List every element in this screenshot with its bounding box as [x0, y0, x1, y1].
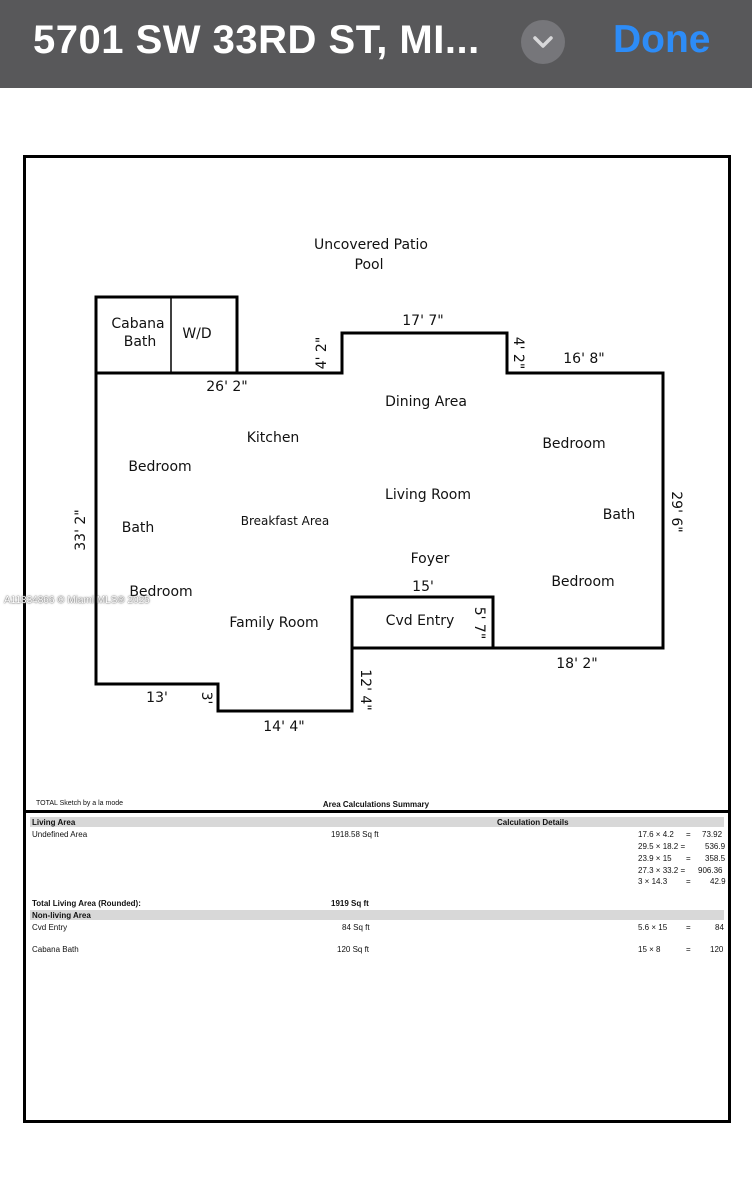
- dimension-label: 4' 2": [510, 337, 526, 370]
- calc-eq: =: [686, 877, 691, 886]
- calc-result: 73.92: [702, 830, 723, 839]
- cabana-bath-result: 120: [710, 945, 724, 954]
- room-label-foyer: Foyer: [411, 551, 450, 567]
- total-living-area-value: 1919 Sq ft: [331, 899, 369, 908]
- room-label-living: Living Room: [385, 487, 471, 503]
- calc-eq: =: [686, 854, 691, 863]
- calc-result: 42.9: [710, 877, 726, 886]
- calc-expr: 17.6 × 4.2: [638, 830, 674, 839]
- cabana-bath-label: Cabana Bath: [32, 945, 79, 954]
- title-dropdown-button[interactable]: [521, 20, 565, 64]
- page-title: 5701 SW 33RD ST, MI...: [33, 18, 480, 62]
- calc-result: 536.9: [705, 842, 726, 851]
- dimension-label: 16' 8": [563, 351, 604, 367]
- total-living-area-label: Total Living Area (Rounded):: [32, 899, 141, 908]
- dimension-label: 17' 7": [402, 313, 443, 329]
- room-label-bedroom: Bedroom: [129, 584, 192, 600]
- cvd-entry-label: Cvd Entry: [32, 923, 68, 932]
- cvd-entry-result: 84: [715, 923, 724, 932]
- undefined-area-label: Undefined Area: [32, 830, 88, 839]
- calc-expr: 3 × 14.3: [638, 877, 668, 886]
- room-label-wd: W/D: [182, 326, 211, 342]
- calc-result: 358.5: [705, 854, 726, 863]
- dimension-label: 4' 2": [314, 337, 330, 370]
- done-button[interactable]: Done: [613, 18, 711, 61]
- outside-label-pool: Pool: [355, 257, 384, 273]
- dimension-label: 26' 2": [206, 379, 247, 395]
- dimension-label: 12' 4": [357, 669, 373, 710]
- outside-label-patio: Uncovered Patio: [314, 237, 428, 253]
- dimension-label: 18' 2": [556, 656, 597, 672]
- room-label-breakfast: Breakfast Area: [241, 514, 330, 528]
- cabana-outline: [94, 295, 239, 375]
- calc-expr: 23.9 × 15: [638, 854, 672, 863]
- dimension-label: 29' 6": [668, 491, 684, 532]
- calc-expr: 29.5 × 18.2 =: [638, 842, 686, 851]
- room-label-kitchen: Kitchen: [247, 430, 300, 446]
- room-label-bedroom: Bedroom: [128, 459, 191, 475]
- room-label-bath: Bath: [122, 520, 155, 536]
- room-label-bedroom: Bedroom: [542, 436, 605, 452]
- sketch-credit: TOTAL Sketch by a la mode: [36, 800, 123, 807]
- undefined-area-value: 1918.58 Sq ft: [331, 830, 379, 839]
- room-label-family: Family Room: [229, 615, 318, 631]
- dimension-label: 15': [412, 579, 434, 595]
- dimension-label: 5' 7": [471, 607, 487, 640]
- cabana-bath-calc: 15 × 8: [638, 945, 661, 954]
- cabana-bath-eq: =: [686, 945, 691, 954]
- house-outline: [94, 331, 665, 713]
- room-label-bath: Bath: [603, 507, 636, 523]
- room-label-bedroom: Bedroom: [551, 574, 614, 590]
- cabana-bath-value: 120 Sq ft: [337, 945, 370, 954]
- living-area-header-band: [30, 817, 724, 827]
- mls-watermark: A11834866 © Miami MLS® 2025: [4, 595, 150, 606]
- non-living-header-band: [30, 910, 724, 920]
- cvd-entry-calc: 5.6 × 15: [638, 923, 668, 932]
- dimension-label: 13': [146, 690, 168, 706]
- living-area-heading: Living Area: [32, 818, 76, 827]
- cvd-entry-value: 84 Sq ft: [342, 923, 370, 932]
- room-label-cabana-bath: Bath: [124, 334, 157, 350]
- calc-result: 906.36: [698, 866, 723, 875]
- dimension-label: 3': [198, 692, 214, 705]
- navigation-bar: 5701 SW 33RD ST, MI... Done: [0, 0, 752, 88]
- cvd-entry-eq: =: [686, 923, 691, 932]
- non-living-area-heading: Non-living Area: [32, 911, 91, 920]
- dimension-label: 14' 4": [263, 719, 304, 735]
- chevron-down-icon: [533, 36, 553, 48]
- room-label-cvd-entry: Cvd Entry: [386, 613, 455, 629]
- room-label-dining: Dining Area: [385, 394, 467, 410]
- calc-details-heading: Calculation Details: [497, 818, 569, 827]
- dimension-label: 33' 2": [73, 509, 89, 550]
- floor-plan-sheet: Uncovered Patio Pool Cabana Bath W/D Din…: [23, 155, 731, 1123]
- room-label-cabana: Cabana: [111, 316, 164, 332]
- floor-plan-drawing: Uncovered Patio Pool Cabana Bath W/D Din…: [36, 237, 684, 809]
- summary-title: Area Calculations Summary: [323, 800, 430, 809]
- calc-eq: =: [686, 830, 691, 839]
- calc-expr: 27.3 × 33.2 =: [638, 866, 686, 875]
- section-divider: [26, 810, 728, 813]
